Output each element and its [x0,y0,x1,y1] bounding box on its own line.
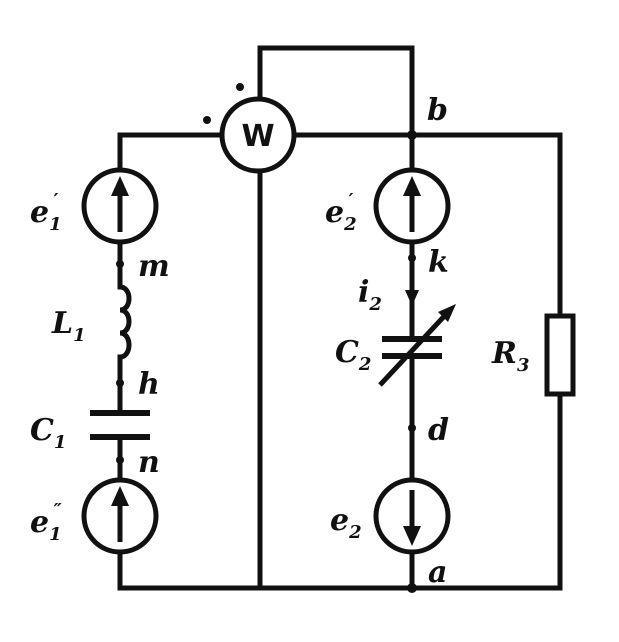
wattmeter-symbol [219,96,297,174]
label-node-h: h [138,367,160,402]
source-e1-double-prime [81,477,159,555]
label-node-b: b [427,93,448,128]
node-d-dot [408,424,416,432]
label-node-d: d [428,413,449,448]
label-e1-double-prime: e1″ [30,500,62,545]
label-e2-prime: e2′ [325,190,357,235]
label-node-k: k [428,245,449,280]
node-h-dot [116,379,124,387]
node-n-dot [116,456,124,464]
label-node-n: n [138,445,160,480]
wattmeter-label: W [241,119,274,154]
current-arrow-i2 [405,290,419,306]
label-e2: e2 [330,503,362,543]
wattmeter-current-dot [203,116,211,124]
resistor-r3 [544,313,576,397]
node-a-dot [407,583,417,593]
wattmeter-voltage-dot [236,83,244,91]
variable-capacitor-c2 [378,304,456,387]
node-b-dot [407,130,417,140]
source-e2-prime [373,167,451,245]
capacitor-c1 [90,410,150,440]
label-c2: C2 [335,335,371,375]
source-e1-prime [81,167,159,245]
wire-wattmeter-current [257,45,415,138]
node-k-dot [408,254,416,262]
inductor-l1 [117,284,132,360]
label-e1-prime: e1′ [30,190,62,235]
label-node-a: a [428,555,447,590]
source-e2 [373,477,451,555]
label-node-m: m [138,249,170,284]
node-m-dot [116,260,124,268]
label-c1: C1 [30,413,66,453]
label-l1: L1 [51,306,86,346]
label-i2: i2 [358,275,382,315]
label-r3: R3 [491,336,529,376]
